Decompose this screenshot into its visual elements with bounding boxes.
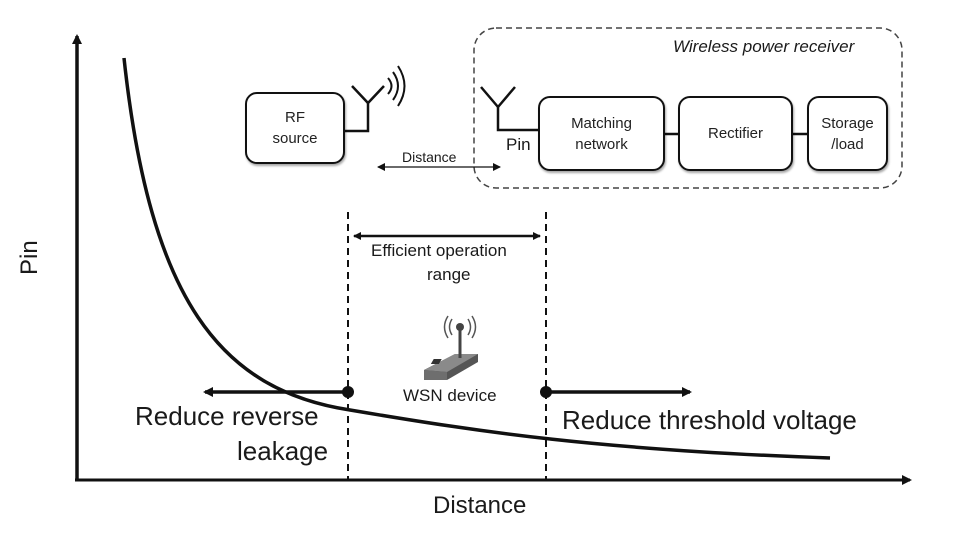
- left-region-label-line2: leakage: [237, 436, 329, 466]
- rf-source-block: RF source: [245, 92, 345, 164]
- left-boundary-dot: [342, 386, 354, 398]
- range-label-line2: range: [427, 265, 471, 284]
- right-boundary-dot: [540, 386, 552, 398]
- wsn-device-icon: [424, 315, 478, 380]
- storage-load-block: Storage/load: [807, 96, 888, 171]
- matching-line1: Matching: [571, 114, 632, 132]
- pin-curve: [122, 57, 831, 460]
- left-region-label-line1: Reduce reverse: [135, 401, 319, 431]
- range-label-line1: Efficient operation: [371, 241, 507, 260]
- matching-network-block: Matching network: [538, 96, 665, 171]
- rectifier-block: Rectifier: [678, 96, 793, 171]
- x-axis-label: Distance: [433, 492, 527, 519]
- receiver-antenna-icon: [480, 86, 540, 132]
- rf-source-line2: source: [272, 130, 318, 147]
- source-antenna-icon: [345, 65, 406, 133]
- pin-label: Pin: [506, 135, 531, 154]
- receiver-title: Wireless power receiver: [673, 37, 855, 56]
- right-region-label: Reduce threshold voltage: [562, 405, 857, 435]
- receiver-boundary: [473, 27, 903, 189]
- rectifier-label: Rectifier: [707, 125, 763, 142]
- rf-source-line1: RF: [285, 109, 305, 126]
- distance-label: Distance: [402, 149, 457, 165]
- storage-line2: /load: [831, 135, 864, 153]
- storage-line1: Storage: [821, 114, 874, 132]
- wsn-device-label: WSN device: [403, 386, 497, 405]
- matching-line2: network: [575, 135, 628, 153]
- y-axis-label: Pin: [16, 240, 43, 275]
